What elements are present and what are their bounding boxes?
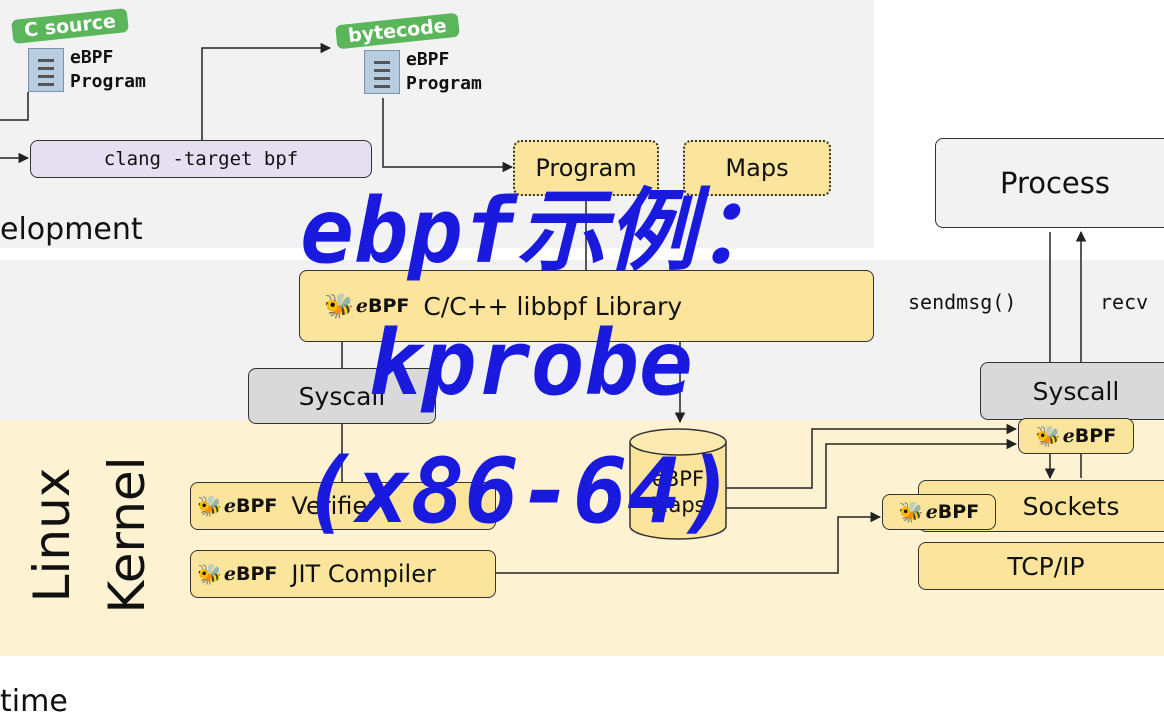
source-file-label: eBPF Program	[70, 47, 146, 92]
process-box: Process	[935, 138, 1164, 228]
ebpf-logo: 🐝 eBPF	[1035, 425, 1117, 448]
ebpf-maps-cylinder	[629, 428, 727, 540]
verifier-label: Verifier	[291, 492, 377, 520]
ebpf-logo: 🐝 eBPF	[898, 501, 980, 524]
kernel-label: Kernel	[98, 456, 156, 614]
source-file-icon	[28, 48, 64, 92]
program-box: Program	[513, 140, 659, 196]
bee-icon: 🐝	[898, 501, 924, 524]
bytecode-file-icon	[364, 50, 400, 94]
jit-compiler-box: 🐝 eBPF JIT Compiler	[190, 550, 496, 598]
ebpf-maps-label: eBPF Maps	[650, 467, 706, 517]
kernel-band	[0, 420, 1164, 656]
ebpf-logo: 🐝 eBPF	[197, 563, 278, 586]
overlay-title-line3: (x86-64)	[302, 439, 736, 544]
clang-compiler-box: clang -target bpf	[30, 140, 372, 178]
sockets-box: Sockets	[918, 480, 1164, 532]
runtime-label: time	[0, 684, 68, 719]
bee-icon: 🐝	[1035, 425, 1061, 448]
ebpf-logo: 🐝 eBPF	[324, 292, 410, 320]
overlay-title-line2: kprobe	[368, 311, 694, 416]
libbpf-label: C/C++ libbpf Library	[423, 291, 683, 321]
socket-ebpf-hook: 🐝 eBPF	[1018, 418, 1134, 454]
sockets-ebpf-hook: 🐝 eBPF	[882, 494, 996, 530]
libbpf-library-box: 🐝 eBPF C/C++ libbpf Library	[299, 270, 874, 342]
jit-compiler-label: JIT Compiler	[291, 560, 436, 588]
bee-icon: 🐝	[197, 563, 222, 586]
syscall-left-box: Syscall	[248, 368, 436, 424]
tcpip-box: TCP/IP	[918, 542, 1164, 590]
sendmsg-label: sendmsg()	[908, 290, 1017, 314]
bee-icon: 🐝	[197, 495, 222, 518]
ebpf-logo: 🐝 eBPF	[197, 495, 278, 518]
overlay-title-line1: ebpf示例：	[300, 179, 787, 284]
bee-icon: 🐝	[324, 292, 354, 320]
maps-box: Maps	[683, 140, 831, 196]
verifier-box: 🐝 eBPF Verifier	[190, 482, 496, 530]
syscall-right-box: Syscall	[980, 362, 1164, 420]
recv-label: recv	[1100, 290, 1149, 314]
development-label: elopment	[0, 212, 143, 247]
bytecode-file-label: eBPF Program	[406, 49, 482, 94]
development-band	[0, 0, 874, 248]
linux-label: Linux	[23, 467, 81, 603]
